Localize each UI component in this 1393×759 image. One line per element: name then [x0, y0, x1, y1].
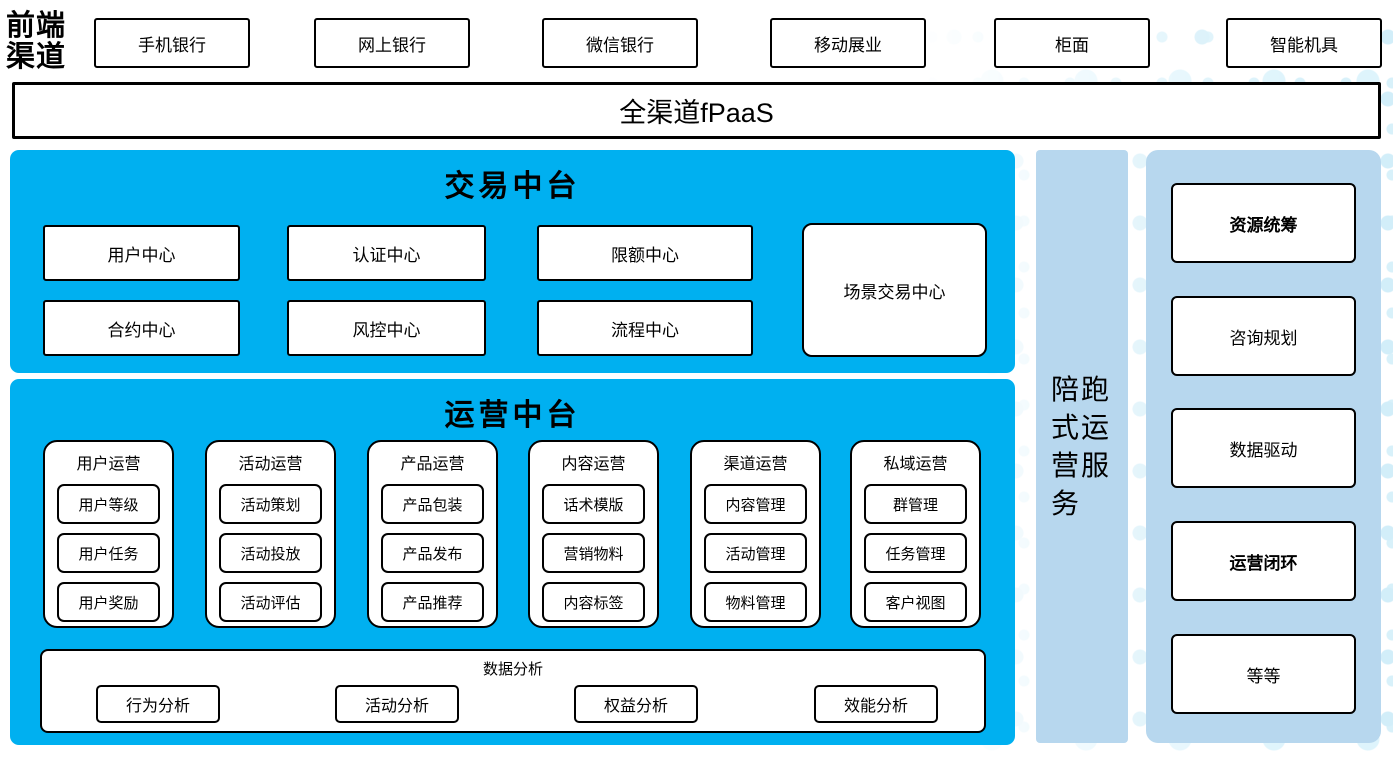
channel-box-mobile-banking: 手机银行	[94, 18, 250, 68]
op-item-product-release: 产品发布	[381, 533, 484, 573]
consulting-planning-box: 咨询规划	[1171, 296, 1356, 376]
op-item-task-management: 任务管理	[864, 533, 967, 573]
process-center-box: 流程中心	[537, 300, 753, 356]
op-item-user-reward: 用户奖励	[57, 582, 160, 622]
frontend-channels-label: 前端渠道	[6, 8, 67, 73]
etcetera-box: 等等	[1171, 634, 1356, 714]
service-capability-panel: 资源统筹 咨询规划 数据驱动 运营闭环 等等	[1146, 150, 1381, 743]
op-column-title: 内容运营	[561, 456, 626, 473]
op-column-title: 私域运营	[883, 456, 948, 473]
op-column-title: 产品运营	[400, 456, 465, 473]
transaction-platform-title: 交易中台	[444, 169, 581, 204]
operation-platform-title: 运营中台	[444, 398, 581, 433]
op-item-activity-evaluation: 活动评估	[219, 582, 322, 622]
activity-analysis-box: 活动分析	[335, 685, 459, 723]
rights-analysis-box: 权益分析	[574, 685, 698, 723]
auth-center-box: 认证中心	[287, 225, 486, 281]
op-item-content-management: 内容管理	[704, 484, 807, 524]
channel-box-wechat-banking: 微信银行	[542, 18, 698, 68]
op-item-content-tag: 内容标签	[542, 582, 645, 622]
efficiency-analysis-box: 效能分析	[814, 685, 938, 723]
data-analysis-box: 数据分析 行为分析 活动分析 权益分析 效能分析	[40, 649, 986, 733]
op-item-marketing-material: 营销物料	[542, 533, 645, 573]
data-driven-box: 数据驱动	[1171, 408, 1356, 488]
limit-center-box: 限额中心	[537, 225, 753, 281]
op-item-script-template: 话术模版	[542, 484, 645, 524]
companion-operation-service-strip: 陪跑式运营服务	[1036, 150, 1128, 743]
op-item-product-packaging: 产品包装	[381, 484, 484, 524]
op-column-content: 内容运营 话术模版 营销物料 内容标签	[528, 440, 659, 628]
op-item-activity-planning: 活动策划	[219, 484, 322, 524]
companion-operation-service-label: 陪跑式运营服务	[1051, 373, 1112, 519]
op-column-private-domain: 私域运营 群管理 任务管理 客户视图	[850, 440, 981, 628]
op-column-title: 用户运营	[76, 456, 141, 473]
behavior-analysis-box: 行为分析	[96, 685, 220, 723]
op-column-user: 用户运营 用户等级 用户任务 用户奖励	[43, 440, 174, 628]
op-item-group-management: 群管理	[864, 484, 967, 524]
operation-platform-panel: 运营中台 用户运营 用户等级 用户任务 用户奖励 活动运营 活动策划 活动投放 …	[10, 379, 1015, 745]
scenario-transaction-center-box: 场景交易中心	[802, 223, 987, 357]
op-item-user-task: 用户任务	[57, 533, 160, 573]
operation-closed-loop-box: 运营闭环	[1171, 521, 1356, 601]
risk-control-center-box: 风控中心	[287, 300, 486, 356]
channel-box-mobile-sales: 移动展业	[770, 18, 926, 68]
op-column-activity: 活动运营 活动策划 活动投放 活动评估	[205, 440, 336, 628]
op-item-user-level: 用户等级	[57, 484, 160, 524]
channel-box-online-banking: 网上银行	[314, 18, 470, 68]
omni-channel-fpaas-bar: 全渠道fPaaS	[12, 82, 1381, 139]
op-item-material-management: 物料管理	[704, 582, 807, 622]
op-column-title: 渠道运营	[723, 456, 788, 473]
op-item-activity-management: 活动管理	[704, 533, 807, 573]
channel-box-counter: 柜面	[994, 18, 1150, 68]
op-column-channel: 渠道运营 内容管理 活动管理 物料管理	[690, 440, 821, 628]
op-item-activity-launch: 活动投放	[219, 533, 322, 573]
resource-coordination-box: 资源统筹	[1171, 183, 1356, 263]
data-analysis-title: 数据分析	[482, 661, 543, 678]
op-column-product: 产品运营 产品包装 产品发布 产品推荐	[367, 440, 498, 628]
contract-center-box: 合约中心	[43, 300, 240, 356]
op-item-product-recommendation: 产品推荐	[381, 582, 484, 622]
transaction-platform-panel: 交易中台 用户中心 认证中心 限额中心 合约中心 风控中心 流程中心 场景交易中…	[10, 150, 1015, 373]
channel-box-smart-devices: 智能机具	[1226, 18, 1382, 68]
user-center-box: 用户中心	[43, 225, 240, 281]
op-item-customer-view: 客户视图	[864, 582, 967, 622]
op-column-title: 活动运营	[238, 456, 303, 473]
